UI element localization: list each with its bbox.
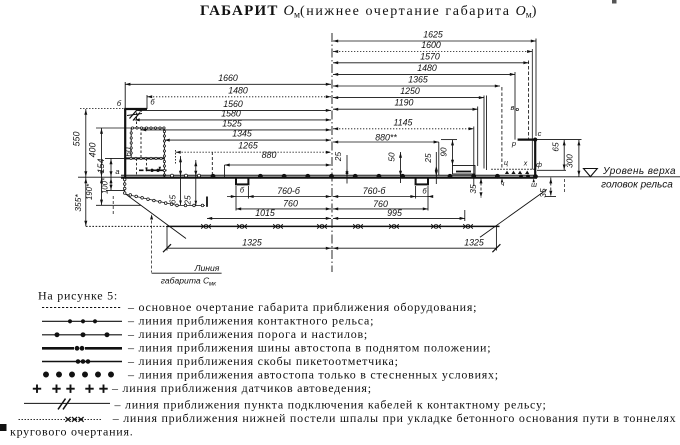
svg-text:100*: 100* [101, 177, 110, 194]
svg-text:400: 400 [88, 143, 98, 158]
svg-text:Линия: Линия [194, 263, 220, 273]
svg-text:1325: 1325 [464, 238, 484, 248]
svg-text:760: 760 [373, 199, 388, 209]
svg-text:880**: 880** [375, 132, 397, 142]
svg-text:1600: 1600 [421, 40, 441, 50]
svg-text:1145: 1145 [394, 117, 413, 127]
svg-text:ц: ц [504, 160, 508, 167]
svg-text:60: 60 [124, 147, 133, 157]
svg-text:– линия приближения датчиков а: – линия приближения датчиков автоведения… [111, 381, 372, 395]
svg-text:1525: 1525 [222, 118, 242, 128]
svg-text:760: 760 [283, 199, 298, 209]
svg-text:1560: 1560 [223, 99, 243, 109]
svg-text:1265: 1265 [238, 141, 258, 151]
svg-text:– линия приближения шины автос: – линия приближения шины автостопа в под… [127, 341, 491, 355]
svg-text:65: 65 [169, 195, 178, 205]
svg-text:– линия приближения контактног: – линия приближения контактного рельса; [127, 314, 374, 328]
svg-text:– линия приближения автостопа: – линия приближения автостопа только в с… [127, 368, 499, 382]
svg-text:б: б [422, 187, 427, 196]
svg-text:190*: 190* [85, 183, 94, 200]
svg-text:25: 25 [334, 152, 343, 163]
svg-text:550: 550 [72, 132, 82, 147]
svg-text:б: б [117, 99, 122, 108]
svg-text:1660: 1660 [218, 73, 238, 83]
svg-text:35: 35 [469, 184, 478, 194]
svg-text:1480: 1480 [228, 85, 248, 95]
svg-text:х: х [523, 161, 528, 168]
svg-text:25: 25 [424, 153, 433, 164]
svg-text:мк: мк [209, 281, 217, 288]
svg-text:760-б: 760-б [277, 186, 301, 196]
svg-text:995: 995 [387, 208, 402, 218]
svg-text:1570: 1570 [420, 51, 440, 61]
svg-text:– линия приближения пункта под: – линия приближения пункта подключения к… [114, 398, 547, 412]
svg-text:90: 90 [440, 147, 449, 157]
svg-text:154: 154 [96, 159, 106, 174]
svg-text:760-б: 760-б [363, 186, 387, 196]
svg-text:355*: 355* [73, 194, 83, 212]
svg-text:ф: ф [536, 162, 542, 169]
svg-text:– основное очертание габарита: – основное очертание габарита приближени… [127, 300, 477, 314]
svg-text:с: с [538, 129, 542, 138]
svg-text:1580: 1580 [221, 108, 241, 118]
svg-text:ГАБАРИТ Ом(нижнее очертание га: ГАБАРИТ Ом(нижнее очертание габарита Ом) [200, 3, 537, 21]
svg-text:а: а [115, 167, 119, 176]
svg-text:– линия приближения нижней пос: – линия приближения нижней постели шпалы… [112, 411, 677, 425]
svg-text:габарита С: габарита С [161, 276, 210, 286]
svg-text:– линия приближения скобы пике: – линия приближения скобы пикетоотметчик… [127, 354, 399, 368]
svg-text:б: б [240, 186, 245, 195]
svg-text:1625: 1625 [423, 30, 443, 40]
svg-text:ш: ш [531, 182, 537, 189]
svg-text:головок рельса: головок рельса [601, 179, 673, 190]
svg-text:Уровень верха: Уровень верха [602, 166, 676, 177]
svg-text:1250: 1250 [400, 86, 420, 96]
svg-text:ч: ч [501, 181, 505, 188]
svg-text:1015: 1015 [255, 208, 275, 218]
svg-text:кругового очертания.: кругового очертания. [10, 425, 133, 439]
svg-text:б: б [150, 98, 155, 107]
svg-text:На рисунке 5:: На рисунке 5: [38, 289, 118, 303]
svg-text:– линия приближения порога и н: – линия приближения порога и настилов; [127, 327, 368, 341]
svg-text:в: в [511, 103, 515, 112]
svg-text:1480: 1480 [417, 63, 437, 73]
svg-text:р: р [511, 139, 516, 148]
svg-text:1190: 1190 [395, 98, 414, 108]
svg-text:35: 35 [539, 188, 548, 198]
svg-text:1345: 1345 [232, 129, 252, 139]
svg-text:880: 880 [262, 150, 277, 160]
svg-text:50: 50 [388, 152, 397, 162]
svg-text:300: 300 [566, 154, 575, 168]
svg-text:1325: 1325 [242, 238, 262, 248]
svg-text:25: 25 [184, 195, 193, 206]
svg-text:1365: 1365 [408, 75, 428, 85]
svg-text:65: 65 [552, 142, 561, 152]
